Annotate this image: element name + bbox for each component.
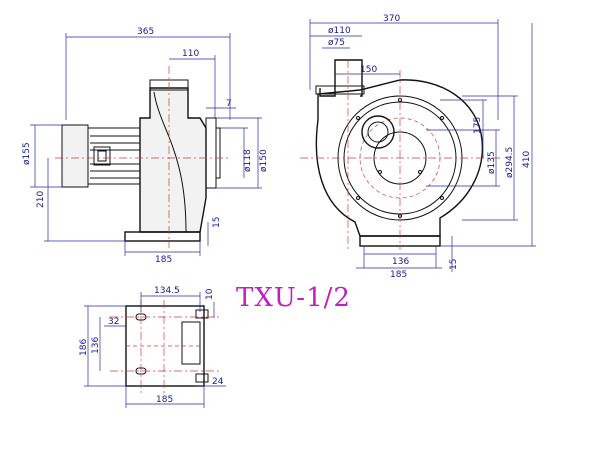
dim-hole-spacing: 134.5 <box>154 286 180 296</box>
blower-housing <box>139 87 207 233</box>
outlet-ring-outer <box>361 115 395 149</box>
dim-depth-inner: 136 <box>91 337 101 354</box>
outlet-flange-side <box>315 85 365 95</box>
dim-depth-outer: 186 <box>79 339 89 356</box>
dim-motor-diameter: ø155 <box>22 142 32 165</box>
dim-base-view-width: 185 <box>156 395 173 405</box>
front-base <box>124 231 201 242</box>
dim-outlet-d1: ø110 <box>328 26 351 36</box>
terminal-box-inner <box>97 150 107 162</box>
dim-overall-width: 365 <box>137 27 154 37</box>
scroll-housing <box>315 79 484 237</box>
outlet-ring-inner <box>367 121 389 143</box>
motor-fins <box>90 135 140 179</box>
dim-side-overall-width: 370 <box>383 14 400 24</box>
dim-outlet-offset: 150 <box>360 65 377 75</box>
slot-bottom <box>195 373 209 383</box>
base-view: 134.5 10 32 186 136 24 185 <box>79 286 226 408</box>
model-title: TXU-1/2 <box>236 283 351 313</box>
dim-base-inner: 136 <box>392 257 409 267</box>
dim-175: 175 <box>473 117 483 134</box>
dim-overall-height: 410 <box>522 151 532 168</box>
dim-outlet-d2: ø75 <box>328 38 345 48</box>
dim-base-thickness: 15 <box>212 217 222 228</box>
dim-base-width: 185 <box>155 255 172 265</box>
dim-base-outer: 185 <box>390 270 407 280</box>
inlet-lip <box>215 127 221 179</box>
outlet-duct <box>319 59 363 97</box>
dim-inlet-inner: ø118 <box>243 149 253 172</box>
dim-294: ø294.5 <box>505 147 515 178</box>
dim-edge: 24 <box>212 377 224 387</box>
dim-slot-offset: 32 <box>108 317 119 327</box>
dim-inlet-outer: ø150 <box>259 149 269 172</box>
dim-slot-width: 10 <box>205 288 215 300</box>
slot-top <box>195 309 209 319</box>
terminal-box <box>93 146 111 166</box>
housing-curve <box>153 91 187 233</box>
inlet-flange <box>205 117 217 189</box>
dim-side-base-thickness: 15 <box>449 259 459 270</box>
front-view: 365 110 7 ø155 210 ø118 ø150 15 185 <box>22 27 269 265</box>
dim-outlet-width: 110 <box>182 49 199 59</box>
motor-end-cap <box>61 124 89 188</box>
dim-center-height: 210 <box>36 191 46 208</box>
dim-flange-gap: 7 <box>226 99 232 109</box>
side-view: 370 ø110 ø75 150 175 ø135 ø294.5 410 136… <box>300 14 536 280</box>
base-cutout <box>181 321 201 365</box>
dim-135: ø135 <box>487 151 497 174</box>
